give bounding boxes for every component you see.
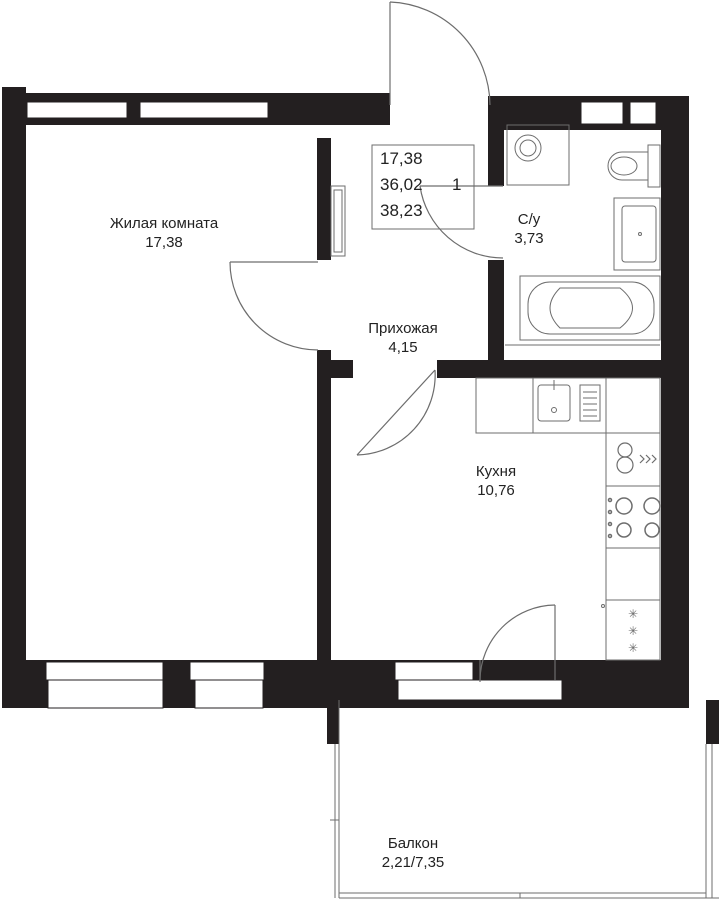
walls <box>2 87 719 744</box>
refrigerator: ✳ ✳ ✳ <box>601 599 661 661</box>
room-kitchen-name: Кухня <box>475 463 517 480</box>
room-hall: Прихожая 4,15 <box>368 319 438 357</box>
total-with-balcony-value: 38,23 <box>380 201 423 220</box>
svg-text:✳: ✳ <box>628 641 638 655</box>
balcony-outline <box>330 700 719 899</box>
kitchen-counter <box>475 377 661 661</box>
room-balcony-area: 2,21/7,35 <box>381 854 445 871</box>
room-bathroom-name: С/у <box>517 211 541 228</box>
room-kitchen-area: 10,76 <box>477 482 515 499</box>
room-hall-name: Прихожая <box>368 320 438 337</box>
kitchen-sink <box>537 380 601 422</box>
windows <box>26 101 657 709</box>
room-living: Жилая комната 17,38 <box>110 214 218 252</box>
room-hall-area: 4,15 <box>388 339 418 356</box>
total-area-value: 36,02 <box>380 175 423 194</box>
meter-box <box>371 144 503 230</box>
gas-boiler-icon <box>616 442 657 474</box>
wardrobe <box>330 185 346 257</box>
room-living-area: 17,38 <box>145 234 183 251</box>
living-area-value: 17,38 <box>380 149 423 168</box>
room-bathroom: С/у 3,73 <box>514 210 543 248</box>
svg-text:✳: ✳ <box>628 624 638 638</box>
svg-text:✳: ✳ <box>628 607 638 621</box>
room-living-name: Жилая комната <box>109 215 219 232</box>
room-balcony: Балкон 2,21/7,35 <box>382 834 445 872</box>
room-bathroom-area: 3,73 <box>514 230 544 247</box>
rooms-count: 1 <box>452 175 462 194</box>
bathtub <box>505 275 661 346</box>
toilet <box>607 144 661 188</box>
room-kitchen: Кухня 10,76 <box>476 462 516 500</box>
sink-bathroom <box>613 197 661 271</box>
washing-machine <box>506 124 570 186</box>
stove <box>607 497 661 539</box>
room-balcony-name: Балкон <box>387 835 439 852</box>
apartment-summary: 17,38 36,02 38,23 1 <box>372 145 474 229</box>
